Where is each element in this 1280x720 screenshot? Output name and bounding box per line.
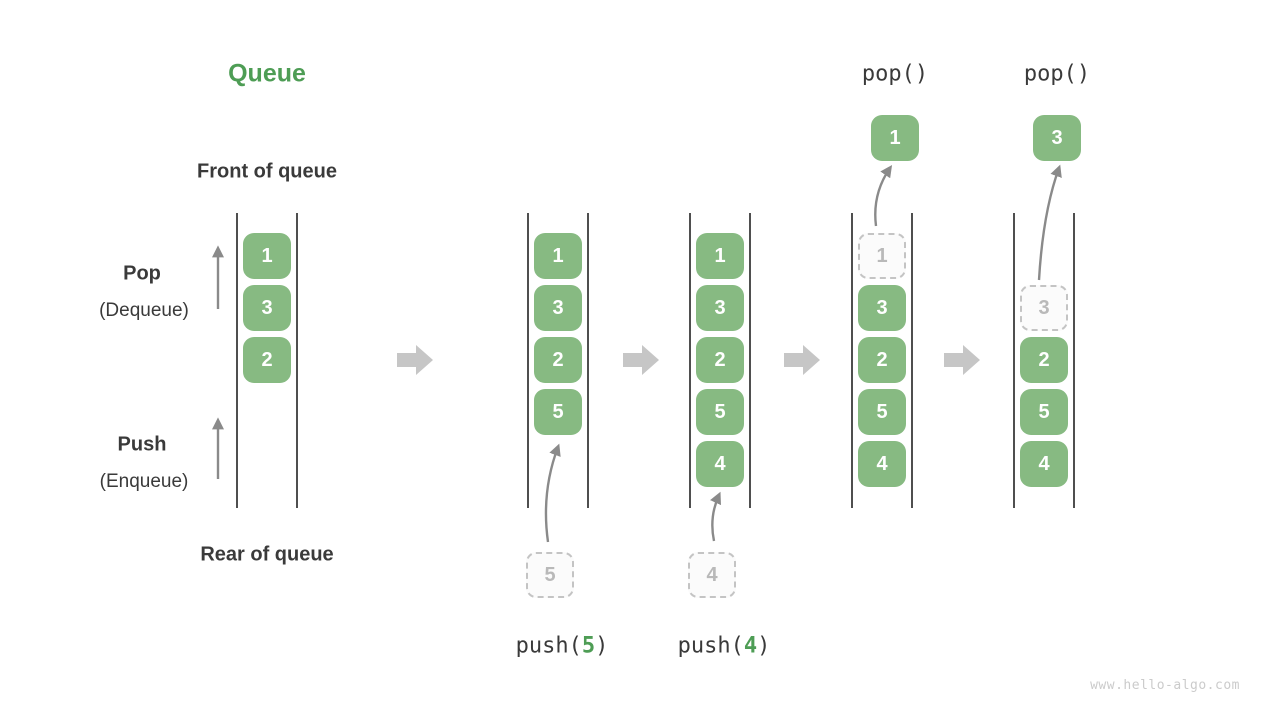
step-arrow-icon: [623, 345, 659, 375]
queue-rail-left: [527, 213, 529, 508]
step-arrow-icon: [944, 345, 980, 375]
push-operation-label: push(4): [678, 634, 771, 659]
rear-of-queue-label: Rear of queue: [200, 543, 334, 566]
queue-rail-left: [851, 213, 853, 508]
queue-item: 2: [243, 337, 291, 383]
push-label: Push: [117, 433, 167, 456]
push-operation-label: push(5): [516, 634, 609, 659]
diagram-title: Queue: [228, 59, 306, 88]
push-fn-close: ): [595, 633, 609, 659]
queue-rail-right: [911, 213, 913, 508]
queue-item: 3: [858, 285, 906, 331]
queue-item: 2: [534, 337, 582, 383]
push-arrow-icon: [710, 491, 721, 542]
queue-rail-left: [689, 213, 691, 508]
queue-rail-right: [1073, 213, 1075, 508]
push-arg-value: 5: [581, 633, 596, 659]
queue-item-ghost: 1: [858, 233, 906, 279]
queue-rail-right: [587, 213, 589, 508]
push-fn-text: push(: [515, 633, 582, 659]
queue-item: 4: [858, 441, 906, 487]
queue-item: 4: [696, 441, 744, 487]
queue-item: 5: [534, 389, 582, 435]
queue-item: 3: [696, 285, 744, 331]
push-fn-close: ): [757, 633, 771, 659]
pop-operation-label: pop(): [861, 61, 929, 87]
push-arrow-icon: [544, 443, 561, 543]
queue-item: 1: [534, 233, 582, 279]
incoming-item: 5: [526, 552, 574, 598]
queue-rail-left: [1013, 213, 1015, 508]
queue-item: 3: [534, 285, 582, 331]
queue-item-ghost: 3: [1020, 285, 1068, 331]
step-arrow-icon: [784, 345, 820, 375]
pop-arrow-icon: [874, 165, 893, 227]
step-arrow-icon: [397, 345, 433, 375]
queue-item: 5: [858, 389, 906, 435]
push-arg-value: 4: [743, 633, 758, 659]
queue-item: 1: [243, 233, 291, 279]
queue-item: 2: [696, 337, 744, 383]
watermark: www.hello-algo.com: [1090, 678, 1240, 693]
popped-item: 3: [1033, 115, 1081, 161]
queue-item: 5: [1020, 389, 1068, 435]
front-of-queue-label: Front of queue: [197, 160, 337, 183]
queue-item: 3: [243, 285, 291, 331]
incoming-item: 4: [688, 552, 736, 598]
pop-label: Pop: [123, 262, 161, 285]
queue-rail-right: [296, 213, 298, 508]
queue-rail-left: [236, 213, 238, 508]
popped-item: 1: [871, 115, 919, 161]
queue-item: 2: [858, 337, 906, 383]
dequeue-label: (Dequeue): [99, 300, 189, 321]
enqueue-label: (Enqueue): [99, 471, 189, 492]
pop-arrow-icon: [1037, 164, 1062, 281]
push-fn-text: push(: [677, 633, 744, 659]
queue-item: 1: [696, 233, 744, 279]
queue-item: 4: [1020, 441, 1068, 487]
pop-operation-label: pop(): [1023, 61, 1091, 87]
queue-item: 5: [696, 389, 744, 435]
queue-item: 2: [1020, 337, 1068, 383]
queue-rail-right: [749, 213, 751, 508]
